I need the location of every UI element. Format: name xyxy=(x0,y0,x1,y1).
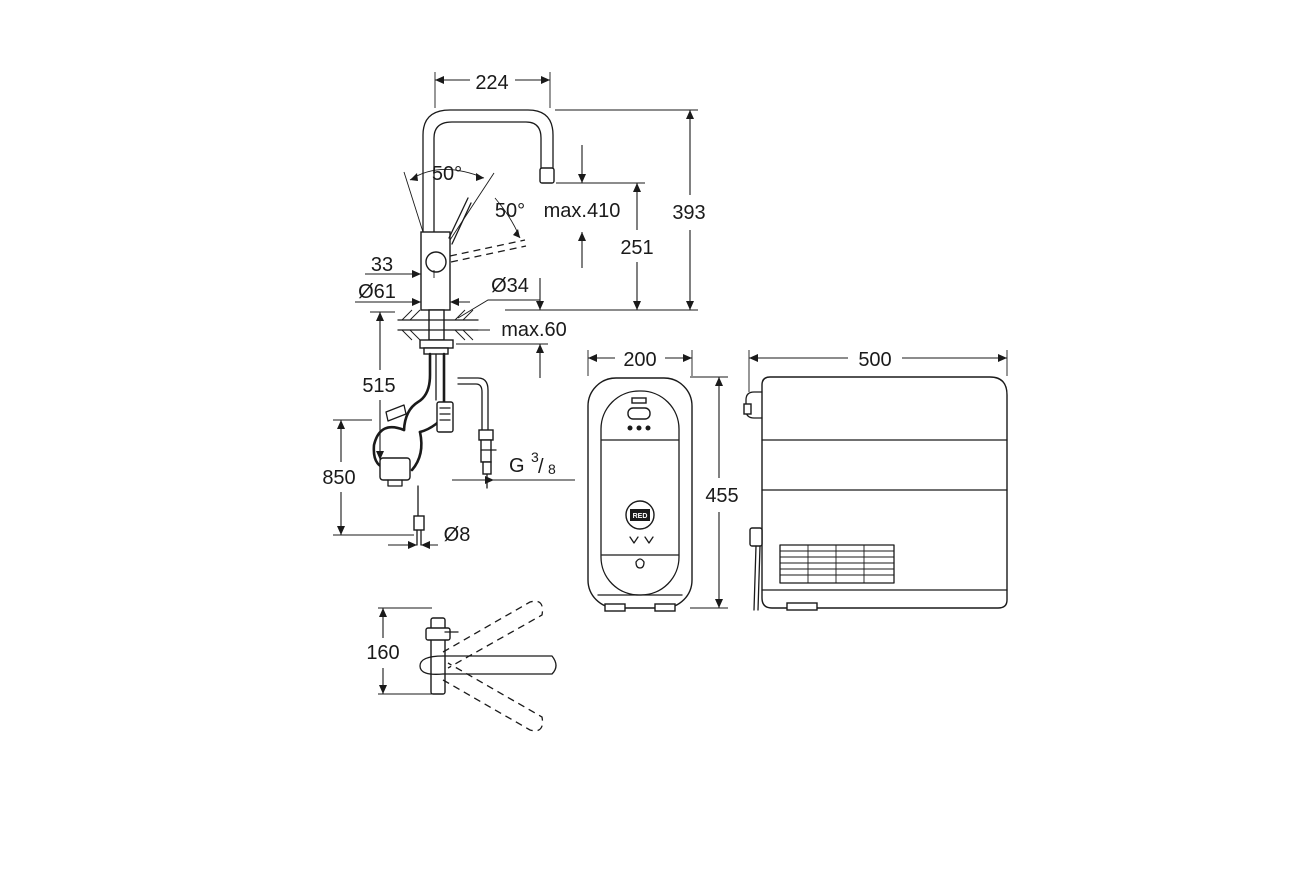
faucet-dimensions xyxy=(333,72,698,549)
spout-reach-label: 224 xyxy=(475,72,508,94)
dimension-labels: 224 50° 50° max.410 393 251 33 Ø61 Ø34 m… xyxy=(322,72,891,664)
pullout-max-label: max.410 xyxy=(544,200,621,222)
boiler-front-drawing: RED xyxy=(587,377,693,612)
pipe-diameter-label: Ø8 xyxy=(444,524,471,546)
spout-height-label: 251 xyxy=(620,237,653,259)
boiler-side-drawing xyxy=(743,376,1008,611)
supply-length-label: 850 xyxy=(322,467,355,489)
lever-height-label: 160 xyxy=(366,642,399,664)
boiler-width-label: 500 xyxy=(858,349,891,371)
handle-offset-label: 33 xyxy=(371,254,393,276)
svg-text:RED: RED xyxy=(633,513,648,520)
spout-angle-left-label: 50° xyxy=(432,163,462,185)
base-diameter-label: Ø61 xyxy=(358,281,396,303)
boiler-dimensions xyxy=(587,350,1008,609)
spout-angle-right-label: 50° xyxy=(495,200,525,222)
boiler-height-label: 455 xyxy=(705,485,738,507)
total-height-label: 393 xyxy=(672,202,705,224)
connection-thread-label: G 3 / 8 xyxy=(509,449,556,478)
boiler-depth-label: 200 xyxy=(623,349,656,371)
svg-text:/: / xyxy=(538,456,544,478)
faucet-drawing xyxy=(372,109,555,546)
svg-text:3: 3 xyxy=(531,449,539,465)
hose-length-label: 515 xyxy=(362,375,395,397)
hole-diameter-label: Ø34 xyxy=(491,275,529,297)
svg-text:8: 8 xyxy=(548,461,556,477)
svg-text:G: G xyxy=(509,455,525,477)
deck-thickness-label: max.60 xyxy=(501,319,567,341)
top-view-drawing xyxy=(378,600,557,732)
